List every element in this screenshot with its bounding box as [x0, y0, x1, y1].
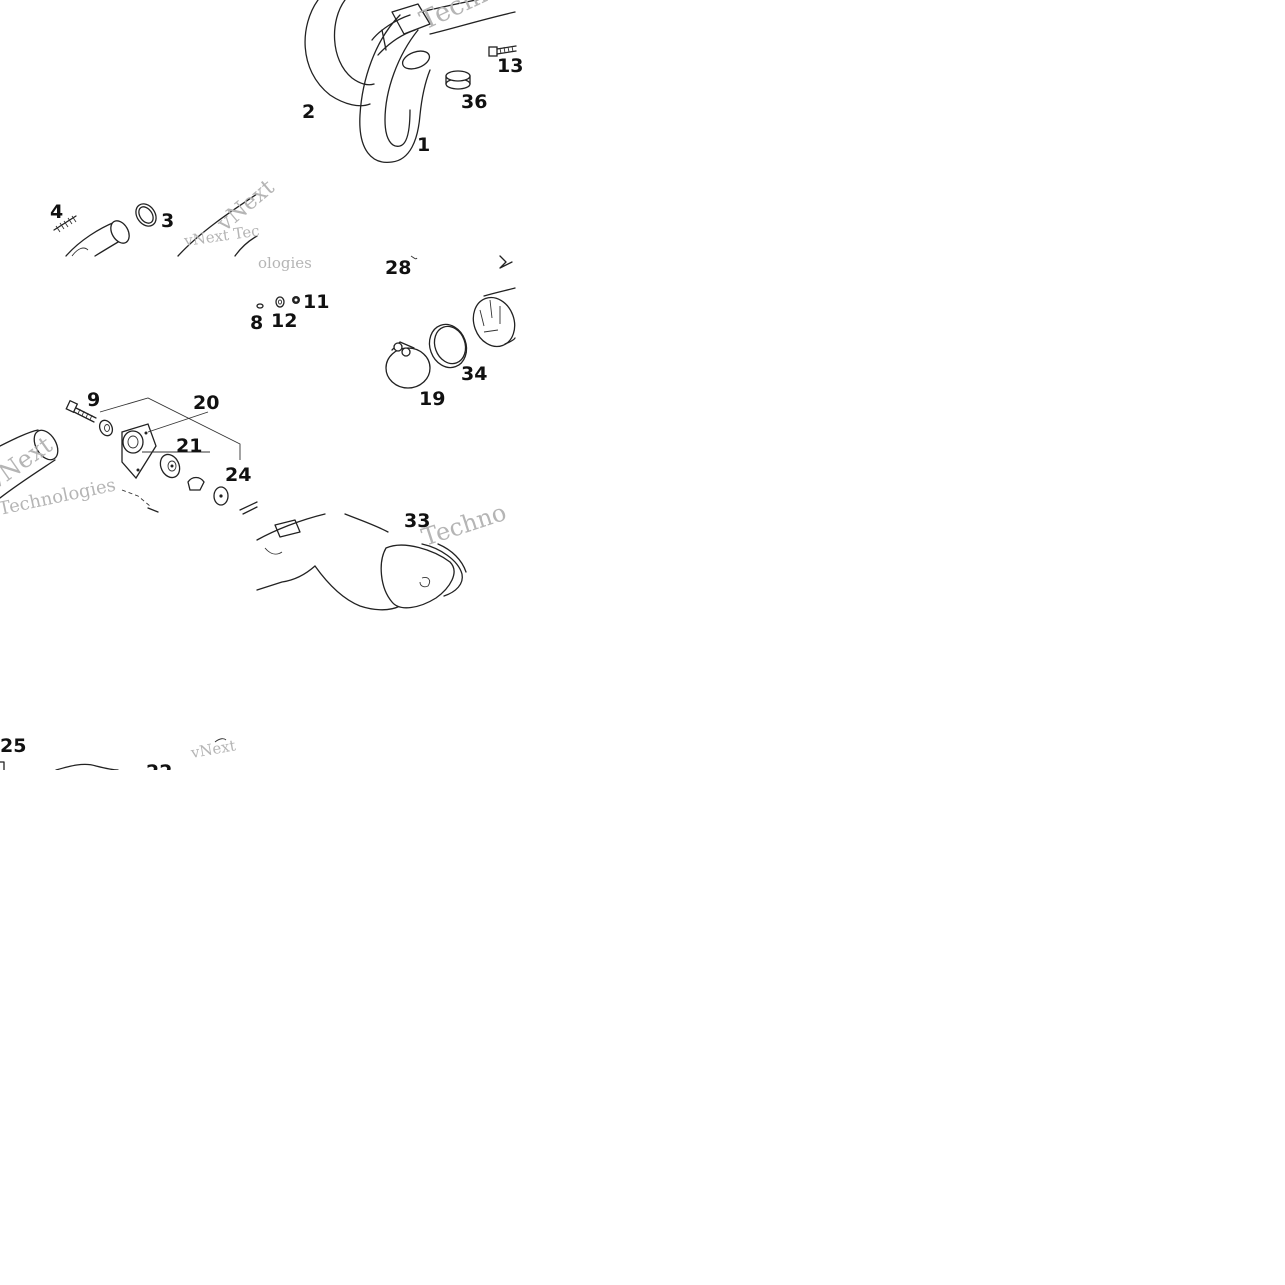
pipe-end — [65, 220, 130, 257]
part-number: 9 — [87, 389, 100, 411]
header-pipe-2 — [304, 0, 416, 107]
nut-11 — [292, 296, 300, 304]
tile-clamp-sleeve: ologies — [250, 254, 516, 410]
part-number: 2 — [302, 101, 315, 123]
sleeve-34 — [428, 323, 468, 369]
watermark-text: Technolo — [415, 0, 535, 36]
bushing-36 — [445, 70, 471, 90]
gasket-3 — [135, 203, 157, 227]
part-number: 19 — [419, 388, 445, 410]
watermark-text: ologies — [258, 254, 312, 272]
part-number: 36 — [461, 91, 487, 113]
header-pipe-1 — [359, 0, 516, 163]
tile-silencer: Techno 33 — [256, 498, 510, 611]
nut-8 — [256, 303, 264, 309]
watermark-text: vNext — [189, 736, 237, 762]
watermark-text: Techno — [418, 498, 510, 552]
part-number: 25 — [0, 735, 26, 757]
part-number: 34 — [461, 363, 487, 385]
part-number: 3 — [161, 210, 174, 232]
part-number: 21 — [176, 435, 202, 457]
spring-4 — [53, 215, 77, 233]
silencer-inlet — [472, 287, 516, 348]
part-number: 1 — [417, 134, 430, 156]
tile-mount-bracket: vNext Technologies — [0, 389, 258, 520]
part-number: 11 — [303, 291, 329, 313]
svg-text:Technolo: Technolo — [415, 0, 535, 36]
bolt-9 — [65, 399, 97, 423]
bolt-13 — [488, 45, 517, 57]
bracket-20 — [121, 423, 157, 480]
washer-24 — [187, 476, 258, 515]
part-number: 4 — [50, 201, 63, 223]
clamp-19 — [385, 341, 431, 389]
part-number: 12 — [271, 310, 297, 332]
grommet-21 — [159, 453, 181, 479]
tile-spring-gasket: vNext Tec vNext 4 3 — [50, 175, 279, 257]
part-number: 28 — [385, 257, 411, 279]
part-number: 20 — [193, 392, 219, 414]
part-number: 33 — [404, 510, 430, 532]
spacer — [98, 419, 114, 437]
part-number: 8 — [250, 312, 263, 334]
tile-header-pipes: Technolo 2 1 13 36 — [302, 0, 535, 163]
washer-12 — [275, 296, 285, 308]
silencer-33 — [256, 513, 467, 611]
part-number: 24 — [225, 464, 251, 486]
part-number: 13 — [497, 55, 523, 77]
